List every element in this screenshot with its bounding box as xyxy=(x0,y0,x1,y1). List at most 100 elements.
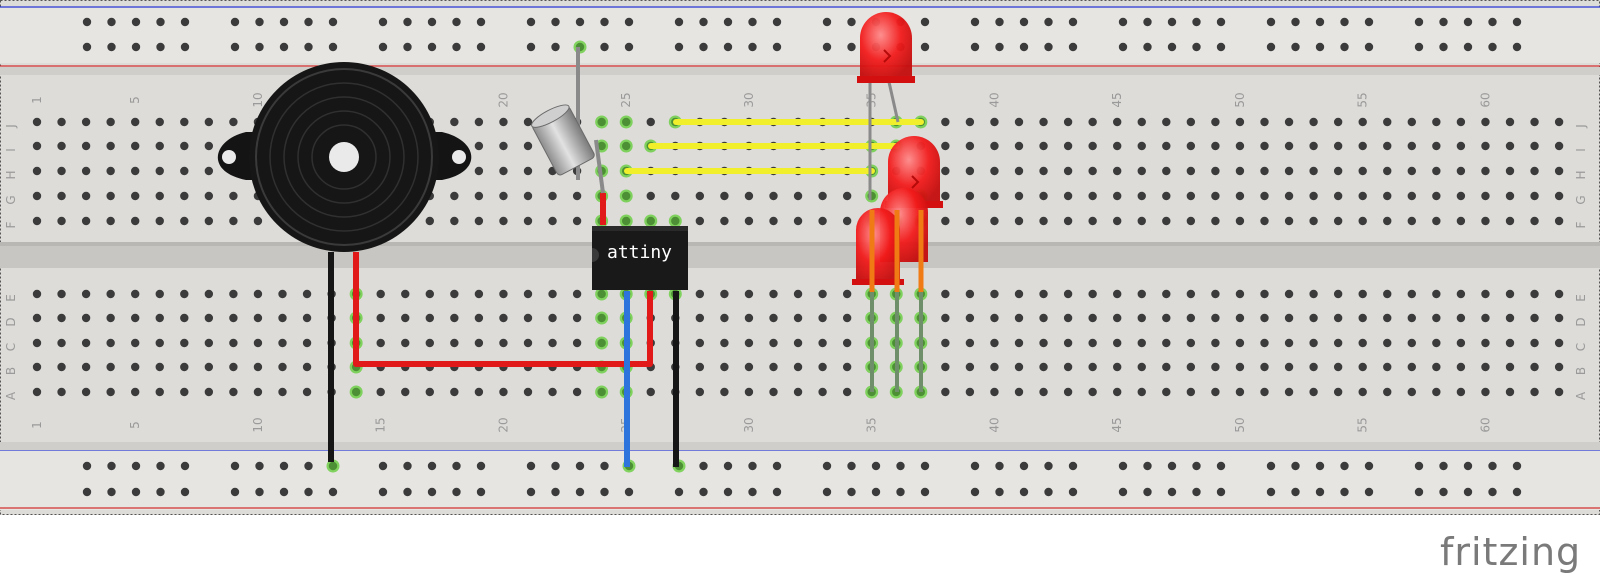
rail-hole xyxy=(772,42,782,52)
breadboard-hole xyxy=(793,216,803,226)
breadboard-hole xyxy=(131,313,140,323)
breadboard-hole xyxy=(597,387,606,397)
led-4[interactable] xyxy=(852,208,904,285)
rail-hole xyxy=(180,17,190,27)
breadboard-hole xyxy=(204,387,214,397)
breadboard-hole xyxy=(81,216,91,226)
tilt-sensor[interactable] xyxy=(529,101,605,194)
breadboard-hole xyxy=(180,141,189,151)
rail-hole xyxy=(328,487,338,497)
rail-hole xyxy=(1463,461,1473,471)
breadboard-hole xyxy=(1260,216,1269,226)
breadboard-hole xyxy=(1358,362,1367,372)
breadboard-hole xyxy=(1260,362,1269,372)
breadboard-hole xyxy=(1235,362,1245,372)
breadboard-hole xyxy=(990,338,999,348)
breadboard-hole xyxy=(1309,117,1318,127)
breadboard-hole xyxy=(450,338,459,348)
breadboard-hole xyxy=(1530,216,1539,226)
rail-hole xyxy=(403,17,412,27)
breadboard-hole xyxy=(1481,338,1490,348)
breadboard-hole xyxy=(1383,338,1392,348)
breadboard-hole xyxy=(1235,191,1245,201)
rail-hole xyxy=(403,461,412,471)
breadboard-hole xyxy=(204,117,214,127)
chip-label: attiny xyxy=(607,242,672,263)
breadboard-hole xyxy=(106,191,115,201)
breadboard-hole xyxy=(597,338,606,348)
breadboard-hole xyxy=(1407,313,1417,323)
breadboard-hole xyxy=(302,338,312,348)
breadboard-hole xyxy=(1481,216,1490,226)
breadboard-hole xyxy=(302,313,312,323)
breadboard-hole xyxy=(793,338,803,348)
breadboard-hole xyxy=(990,387,999,397)
rail-hole xyxy=(822,17,832,27)
rail-hole xyxy=(427,42,437,52)
breadboard-hole xyxy=(1186,387,1196,397)
breadboard-hole xyxy=(32,362,42,372)
column-label: 45 xyxy=(1110,417,1124,432)
breadboard-hole xyxy=(204,141,214,151)
breadboard-hole xyxy=(1432,117,1441,127)
grid-labels: 1155101015152020252530303535404045455050… xyxy=(4,92,1588,432)
breadboard-hole xyxy=(1088,141,1097,151)
breadboard-hole xyxy=(523,313,533,323)
breadboard-hole xyxy=(1186,166,1196,176)
breadboard-hole xyxy=(744,313,754,323)
rail-hole xyxy=(156,42,165,52)
breadboard-hole xyxy=(106,289,115,299)
breadboard-hole xyxy=(744,338,754,348)
rail-hole xyxy=(624,17,634,27)
row-label: B xyxy=(1574,367,1588,375)
breadboard-hole xyxy=(1284,216,1294,226)
breadboard-hole xyxy=(1284,338,1294,348)
rail-hole xyxy=(131,42,141,52)
breadboard-hole xyxy=(1432,191,1441,201)
breadboard-hole xyxy=(1383,166,1392,176)
column-label: 50 xyxy=(1233,417,1247,432)
breadboard-hole xyxy=(1088,117,1097,127)
breadboard-hole xyxy=(1481,191,1490,201)
breadboard-hole xyxy=(818,387,827,397)
row-label: J xyxy=(1574,124,1588,129)
column-label: 55 xyxy=(1356,417,1370,432)
breadboard-hole xyxy=(842,289,852,299)
rail-hole xyxy=(279,17,289,27)
rail-hole xyxy=(1216,461,1226,471)
breadboard-hole xyxy=(1505,387,1515,397)
breadboard-hole xyxy=(106,362,115,372)
breadboard-hole xyxy=(229,289,238,299)
rail-hole xyxy=(82,42,92,52)
breadboard-hole xyxy=(941,289,950,299)
breadboard-hole xyxy=(1039,166,1048,176)
breadboard-hole xyxy=(1014,166,1024,176)
breadboard-hole xyxy=(990,117,999,127)
breadboard-hole xyxy=(1383,289,1392,299)
piezo-buzzer[interactable] xyxy=(217,62,472,252)
rail-hole xyxy=(822,487,832,497)
breadboard-hole xyxy=(81,362,91,372)
breadboard-hole xyxy=(229,191,238,201)
led-1[interactable] xyxy=(857,12,915,200)
breadboard-hole xyxy=(1260,166,1269,176)
column-label: 35 xyxy=(865,417,879,432)
breadboard-hole xyxy=(1088,191,1097,201)
breadboard-hole xyxy=(1014,141,1024,151)
wire-red-buzzer[interactable] xyxy=(353,252,653,367)
breadboard-hole xyxy=(1113,216,1122,226)
breadboard-hole xyxy=(1407,191,1417,201)
rail-hole xyxy=(328,17,338,27)
breadboard-hole xyxy=(499,117,508,127)
breadboard-hole xyxy=(180,166,189,176)
breadboard-hole xyxy=(990,141,999,151)
attiny-chip[interactable]: attiny xyxy=(592,226,688,290)
rail-hole xyxy=(526,42,536,52)
breadboard-hole xyxy=(1088,166,1097,176)
breadboard-hole xyxy=(1309,362,1318,372)
rail-hole xyxy=(551,461,560,471)
breadboard-hole xyxy=(1432,338,1441,348)
rail-hole xyxy=(748,461,757,471)
breadboard-hole xyxy=(1162,117,1171,127)
breadboard-hole xyxy=(1162,216,1171,226)
